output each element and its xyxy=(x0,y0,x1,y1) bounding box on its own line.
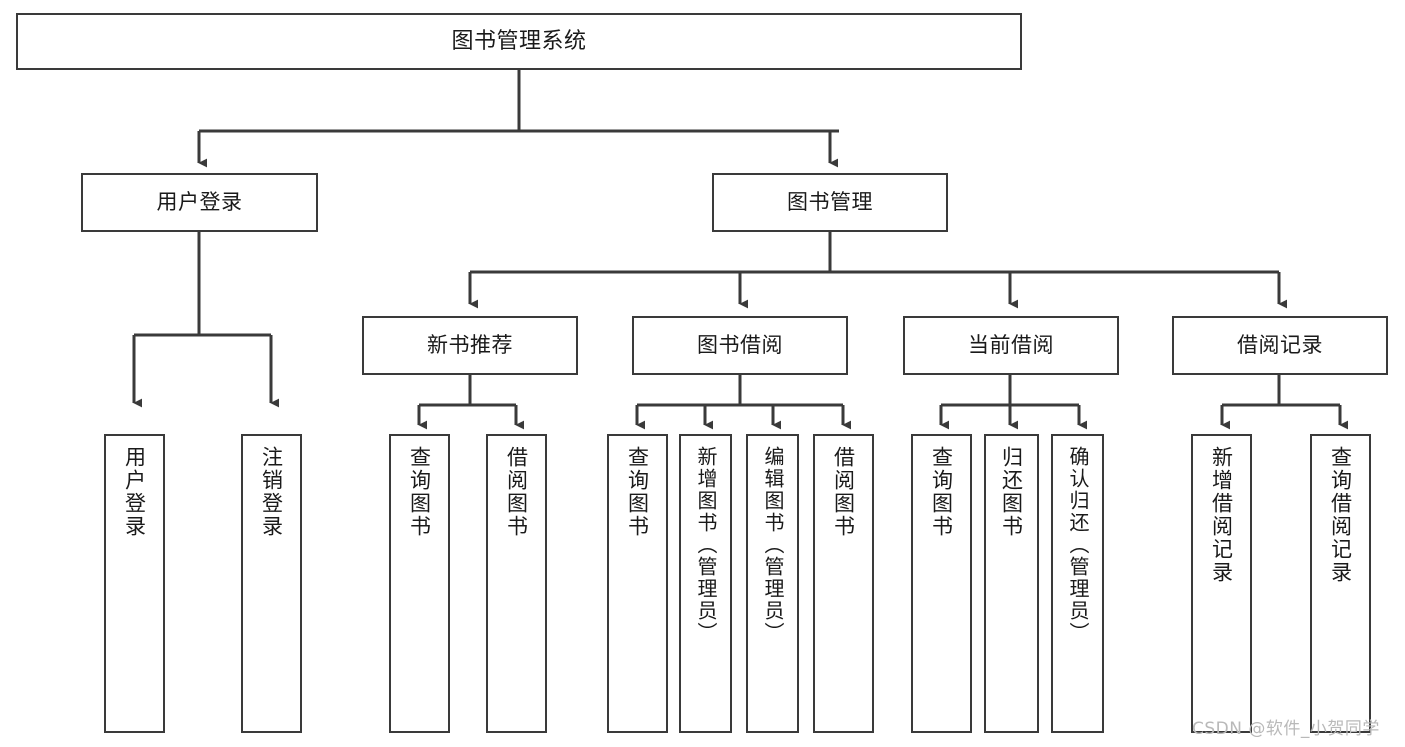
node-label: 用户登录 xyxy=(156,190,243,215)
node-current-borrow[interactable]: 当前借阅 xyxy=(903,316,1119,375)
node-borrow-record[interactable]: 借阅记录 xyxy=(1172,316,1388,375)
node-label: 图书管理 xyxy=(787,190,873,215)
leaf-add-book-admin[interactable]: 新增图书（管理员） xyxy=(679,434,732,733)
node-label: 注销登录 xyxy=(259,446,284,538)
leaf-add-borrow-record[interactable]: 新增借阅记录 xyxy=(1191,434,1252,733)
node-label: 用户登录 xyxy=(122,446,147,538)
node-book-management[interactable]: 图书管理 xyxy=(712,173,948,232)
node-book-borrow[interactable]: 图书借阅 xyxy=(632,316,848,375)
csdn-watermark: CSDN @软件_小贺同学 xyxy=(1192,719,1380,739)
node-label: 编辑图书（管理员） xyxy=(761,446,785,644)
node-label: 图书管理系统 xyxy=(451,28,587,54)
leaf-edit-book-admin[interactable]: 编辑图书（管理员） xyxy=(746,434,799,733)
node-label: 借阅记录 xyxy=(1237,333,1323,358)
leaf-borrow-book-borrow[interactable]: 借阅图书 xyxy=(813,434,874,733)
leaf-user-login[interactable]: 用户登录 xyxy=(104,434,165,733)
leaf-query-borrow-record[interactable]: 查询借阅记录 xyxy=(1310,434,1371,733)
node-label: 借阅图书 xyxy=(504,446,529,538)
node-label: 查询图书 xyxy=(625,446,650,538)
node-label: 归还图书 xyxy=(999,446,1024,538)
node-label: 新增图书（管理员） xyxy=(694,446,718,644)
node-label: 查询图书 xyxy=(929,446,954,538)
node-label: 查询图书 xyxy=(407,446,432,538)
leaf-query-book-borrow[interactable]: 查询图书 xyxy=(607,434,668,733)
node-label: 图书借阅 xyxy=(697,333,783,358)
node-new-book-recommendation[interactable]: 新书推荐 xyxy=(362,316,578,375)
node-label: 新增借阅记录 xyxy=(1209,446,1234,584)
leaf-return-book[interactable]: 归还图书 xyxy=(984,434,1039,733)
leaf-query-book-current[interactable]: 查询图书 xyxy=(911,434,972,733)
node-label: 确认归还（管理员） xyxy=(1066,446,1090,644)
node-label: 当前借阅 xyxy=(968,333,1054,358)
leaf-borrow-book-new-book[interactable]: 借阅图书 xyxy=(486,434,547,733)
node-label: 借阅图书 xyxy=(831,446,856,538)
node-user-login[interactable]: 用户登录 xyxy=(81,173,318,232)
leaf-query-book-new-book[interactable]: 查询图书 xyxy=(389,434,450,733)
node-label: 查询借阅记录 xyxy=(1328,446,1353,584)
leaf-logout[interactable]: 注销登录 xyxy=(241,434,302,733)
node-label: 新书推荐 xyxy=(427,333,513,358)
leaf-confirm-return-admin[interactable]: 确认归还（管理员） xyxy=(1051,434,1104,733)
node-root-book-management-system[interactable]: 图书管理系统 xyxy=(16,13,1022,70)
